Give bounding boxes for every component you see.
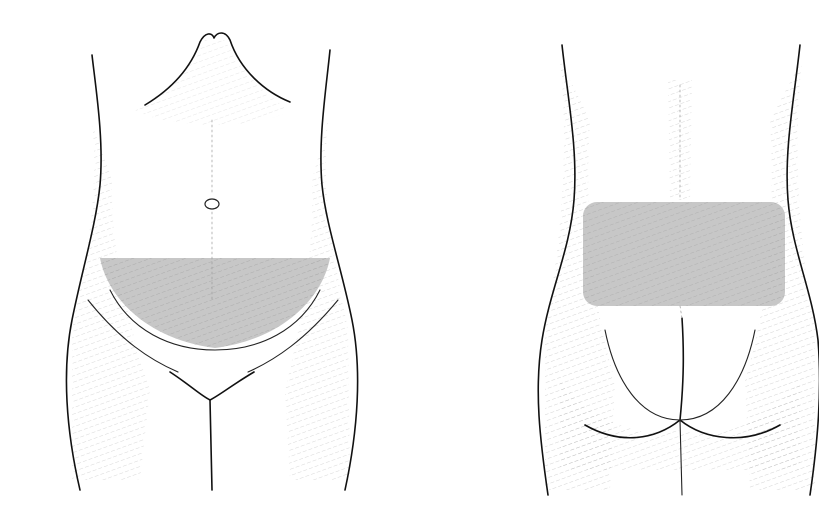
front-chest-shading bbox=[135, 40, 290, 125]
front-groin-line bbox=[170, 372, 254, 400]
back-gluteal-cleft bbox=[680, 318, 683, 420]
navel-icon bbox=[205, 199, 219, 209]
back-highlighted-area-texture bbox=[583, 202, 785, 306]
front-inner-thigh-line bbox=[210, 400, 212, 490]
back-right-buttock-curve bbox=[680, 330, 755, 420]
back-left-buttock-curve bbox=[605, 330, 680, 420]
front-view-panel bbox=[66, 33, 357, 490]
back-view-panel bbox=[538, 45, 819, 495]
front-highlighted-area-texture bbox=[100, 258, 330, 348]
